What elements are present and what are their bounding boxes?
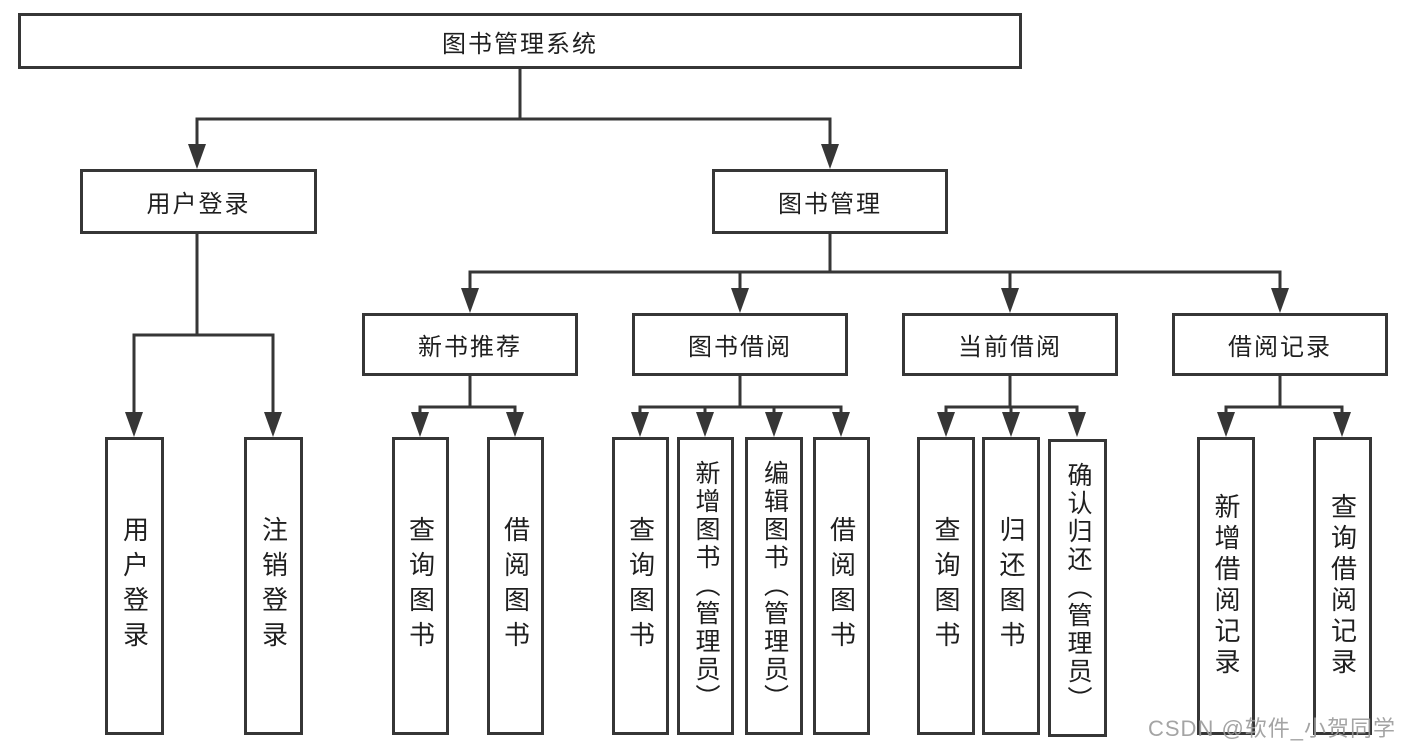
leaf-borrowing-query-books-label: 查询图书: [625, 516, 656, 656]
node-borrow-records: 借阅记录: [1172, 313, 1388, 376]
leaf-newbook-query-books-label: 查询图书: [405, 516, 436, 656]
leaf-records-query-borrow-record: 查询借阅记录: [1313, 437, 1372, 735]
node-new-book-recommend-label: 新书推荐: [418, 334, 522, 361]
leaf-borrowing-query-books: 查询图书: [612, 437, 669, 735]
arrowheads: [125, 144, 1351, 437]
leaf-user-login-label: 用户登录: [119, 516, 150, 656]
leaf-borrowing-add-books-admin: 新增图书（管理员）: [677, 437, 734, 735]
leaf-current-confirm-return-admin-label: 确认归还（管理员）: [1064, 462, 1092, 714]
leaf-records-add-borrow-record: 新增借阅记录: [1197, 437, 1255, 735]
node-root-system: 图书管理系统: [18, 13, 1022, 69]
leaf-borrowing-edit-books-admin: 编辑图书（管理员）: [745, 437, 803, 735]
leaf-records-add-borrow-record-label: 新增借阅记录: [1211, 493, 1241, 679]
leaf-borrowing-borrow-books: 借阅图书: [813, 437, 870, 735]
leaf-logout: 注销登录: [244, 437, 303, 735]
node-book-management-label: 图书管理: [778, 191, 882, 218]
node-root-system-label: 图书管理系统: [442, 30, 598, 58]
leaf-logout-label: 注销登录: [258, 516, 289, 656]
leaf-borrowing-borrow-books-label: 借阅图书: [826, 516, 857, 656]
leaf-newbook-borrow-books-label: 借阅图书: [500, 516, 531, 656]
leaf-current-query-books-label: 查询图书: [931, 516, 961, 656]
node-user-login: 用户登录: [80, 169, 317, 234]
node-book-management: 图书管理: [712, 169, 948, 234]
node-borrow-records-label: 借阅记录: [1228, 334, 1332, 361]
leaf-newbook-query-books: 查询图书: [392, 437, 449, 735]
leaf-current-return-books: 归还图书: [982, 437, 1040, 735]
leaf-user-login: 用户登录: [105, 437, 164, 735]
leaf-current-query-books: 查询图书: [917, 437, 975, 735]
leaf-current-return-books-label: 归还图书: [996, 516, 1026, 656]
leaf-current-confirm-return-admin: 确认归还（管理员）: [1048, 439, 1107, 737]
node-user-login-label: 用户登录: [146, 191, 251, 218]
node-current-borrowing: 当前借阅: [902, 313, 1118, 376]
leaf-borrowing-add-books-admin-label: 新增图书（管理员）: [692, 460, 720, 712]
leaf-borrowing-edit-books-admin-label: 编辑图书（管理员）: [760, 460, 789, 712]
node-new-book-recommend: 新书推荐: [362, 313, 578, 376]
leaf-records-query-borrow-record-label: 查询借阅记录: [1327, 493, 1358, 679]
csdn-watermark: CSDN @软件_小贺同学: [1148, 716, 1397, 741]
node-book-borrowing-label: 图书借阅: [688, 334, 792, 361]
node-current-borrowing-label: 当前借阅: [958, 334, 1062, 361]
node-book-borrowing: 图书借阅: [632, 313, 848, 376]
leaf-newbook-borrow-books: 借阅图书: [487, 437, 544, 735]
